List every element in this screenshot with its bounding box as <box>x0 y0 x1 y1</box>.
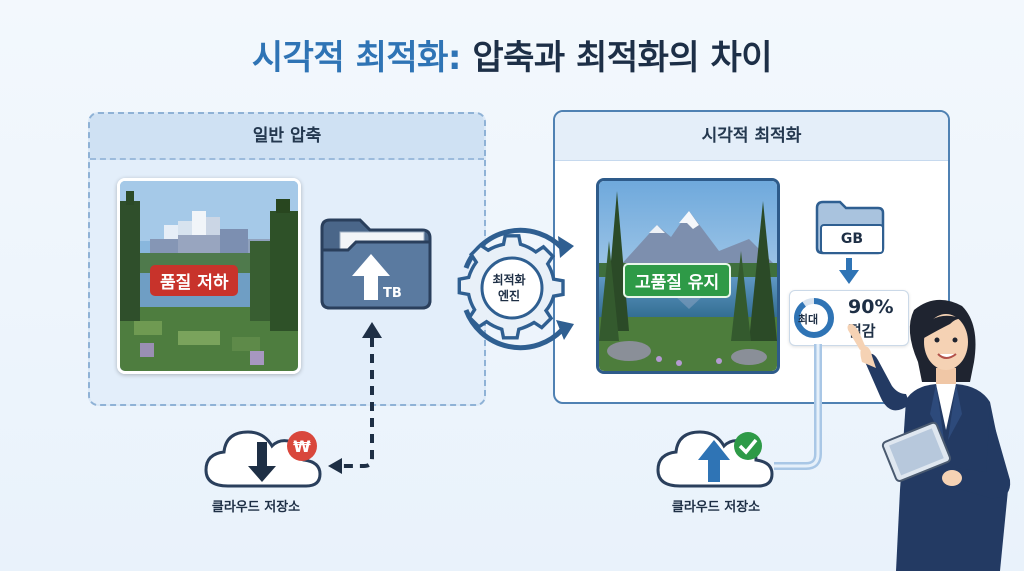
engine-label-line2: 엔진 <box>497 289 521 303</box>
quality-maintained-badge: 고품질 유지 <box>623 263 732 298</box>
cloud-storage-label-right: 클라우드 저장소 <box>671 500 761 515</box>
savings-ring <box>794 298 834 338</box>
title-part2: 압축과 최적화의 차이 <box>472 38 773 78</box>
up-arrow-icon <box>698 440 730 482</box>
down-arrow-icon <box>248 442 276 482</box>
pointing-businesswoman-illustration <box>847 299 1011 571</box>
savings-ring-arc <box>794 298 834 338</box>
optimization-engine-label: 최적화 엔진 <box>481 272 537 304</box>
title-part1: 시각적 최적화: <box>251 38 462 78</box>
pixelated-landscape-image: 품질 저하 <box>117 178 301 374</box>
cloud-storage-left: ₩ <box>204 430 322 488</box>
cloud-storage-right <box>656 430 774 488</box>
won-symbol: ₩ <box>293 437 311 456</box>
folder-icon <box>320 218 432 310</box>
cloud-storage-label-left: 클라우드 저장소 <box>211 500 301 515</box>
page-title: 시각적 최적화: 압축과 최적화의 차이 <box>0 30 1024 79</box>
gear-icon <box>457 227 574 351</box>
file-size-tb-label: TB <box>383 286 402 301</box>
high-quality-landscape-image: 고품질 유지 <box>596 178 780 374</box>
up-arrow-icon <box>352 254 390 300</box>
down-arrow-icon <box>839 258 859 284</box>
savings-prefix: 최대 <box>797 313 819 326</box>
optimized-connector-right <box>774 344 822 470</box>
engine-label-line1: 최적화 <box>492 273 526 287</box>
savings-percent: 90% <box>848 296 894 318</box>
won-coin-icon: ₩ <box>287 431 317 461</box>
check-icon <box>734 432 762 460</box>
tablet-icon <box>881 421 951 483</box>
standard-compression-header: 일반 압축 <box>90 114 484 160</box>
dashed-connector-left <box>328 322 382 474</box>
quality-loss-badge: 품질 저하 <box>150 265 239 296</box>
file-size-gb-label: GB <box>820 224 884 254</box>
visual-optimization-header: 시각적 최적화 <box>555 112 948 161</box>
